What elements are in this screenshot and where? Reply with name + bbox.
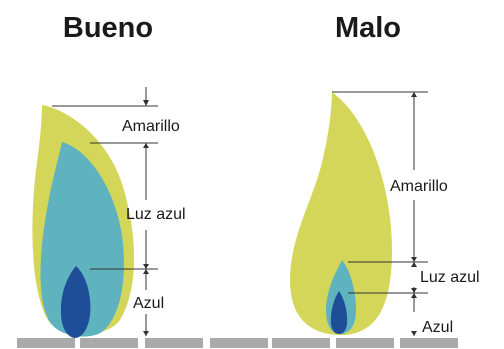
burner-segment <box>336 338 394 348</box>
bad-yellow-label: Amarillo <box>390 178 448 195</box>
burner-segment <box>400 338 458 348</box>
bad-flame <box>290 92 392 335</box>
good-yellow-label: Amarillo <box>122 118 180 135</box>
bad-arrowhead <box>411 331 417 336</box>
burner-segment <box>210 338 268 348</box>
good-blue-label: Azul <box>133 295 164 312</box>
good-arrowhead <box>143 143 149 148</box>
burner-segment <box>80 338 138 348</box>
burner-segment <box>272 338 330 348</box>
burner-segment <box>17 338 75 348</box>
good-arrowhead <box>143 100 149 106</box>
good-light-blue-label: Luz azul <box>126 206 186 223</box>
burner-segment <box>145 338 203 348</box>
bad-title: Malo <box>335 12 401 44</box>
bad-arrowhead <box>411 92 417 97</box>
bad-blue-label: Azul <box>422 319 453 336</box>
good-flame <box>32 105 134 338</box>
bad-light-blue-label: Luz azul <box>420 269 480 286</box>
good-arrowhead <box>143 331 149 336</box>
good-arrowhead <box>143 264 149 269</box>
burner-bar <box>17 338 458 348</box>
bad-arrowhead <box>411 257 417 262</box>
good-title: Bueno <box>63 12 153 44</box>
